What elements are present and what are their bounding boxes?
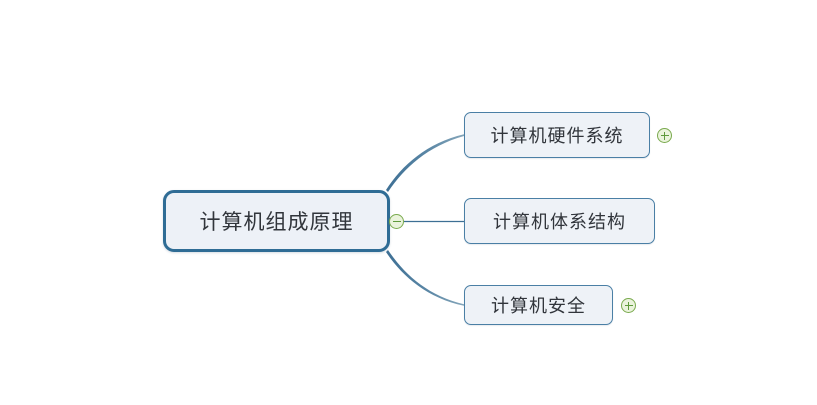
plus-circle-icon[interactable] <box>621 298 636 313</box>
child-node-hardware[interactable]: 计算机硬件系统 <box>464 112 650 158</box>
connector-hardware <box>386 134 464 192</box>
root-node-label: 计算机组成原理 <box>199 210 354 234</box>
root-node[interactable]: 计算机组成原理 <box>163 190 390 252</box>
connector-security <box>386 250 464 306</box>
child-node-architecture-label: 计算机体系结构 <box>493 212 626 232</box>
child-node-security[interactable]: 计算机安全 <box>464 285 613 325</box>
child-node-hardware-label: 计算机硬件系统 <box>490 126 624 146</box>
plus-circle-icon[interactable] <box>657 128 672 143</box>
minus-circle-icon[interactable] <box>389 214 404 229</box>
child-node-architecture[interactable]: 计算机体系结构 <box>464 198 655 244</box>
child-node-security-label: 计算机安全 <box>491 296 586 316</box>
